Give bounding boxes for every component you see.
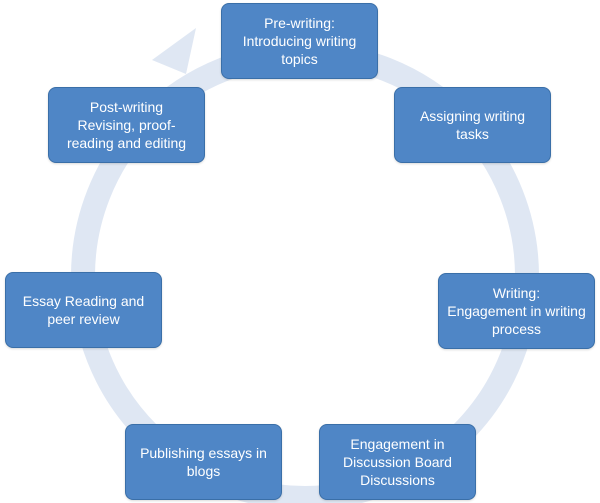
step-writing-detail: Engagement in writing process xyxy=(447,303,586,337)
step-publishing: Publishing essays in blogs xyxy=(125,424,282,500)
step-pre-writing-detail: Introducing writing topics xyxy=(242,33,357,67)
arrow-head-icon xyxy=(152,28,196,74)
step-assigning-tasks: Assigning writing tasks xyxy=(394,87,551,163)
step-post-writing-detail: Revising, proof-reading and editing xyxy=(66,117,187,151)
step-assigning-tasks-label: Assigning writing tasks xyxy=(419,108,526,142)
step-discussion-board: Engagement in Discussion Board Discussio… xyxy=(319,424,476,500)
step-peer-review-label: Essay Reading and peer review xyxy=(22,293,145,327)
step-pre-writing-title: Pre-writing: xyxy=(264,15,335,31)
step-discussion-board-label: Engagement in Discussion Board Discussio… xyxy=(343,436,452,488)
step-pre-writing: Pre-writing: Introducing writing topics xyxy=(221,3,378,79)
step-peer-review: Essay Reading and peer review xyxy=(5,272,162,348)
step-post-writing: Post-writing Revising, proof-reading and… xyxy=(48,87,205,163)
step-post-writing-title: Post-writing xyxy=(89,99,164,115)
step-writing: Writing: Engagement in writing process xyxy=(438,273,595,349)
step-writing-title: Writing: xyxy=(492,285,541,301)
step-publishing-label: Publishing essays in blogs xyxy=(140,445,267,479)
